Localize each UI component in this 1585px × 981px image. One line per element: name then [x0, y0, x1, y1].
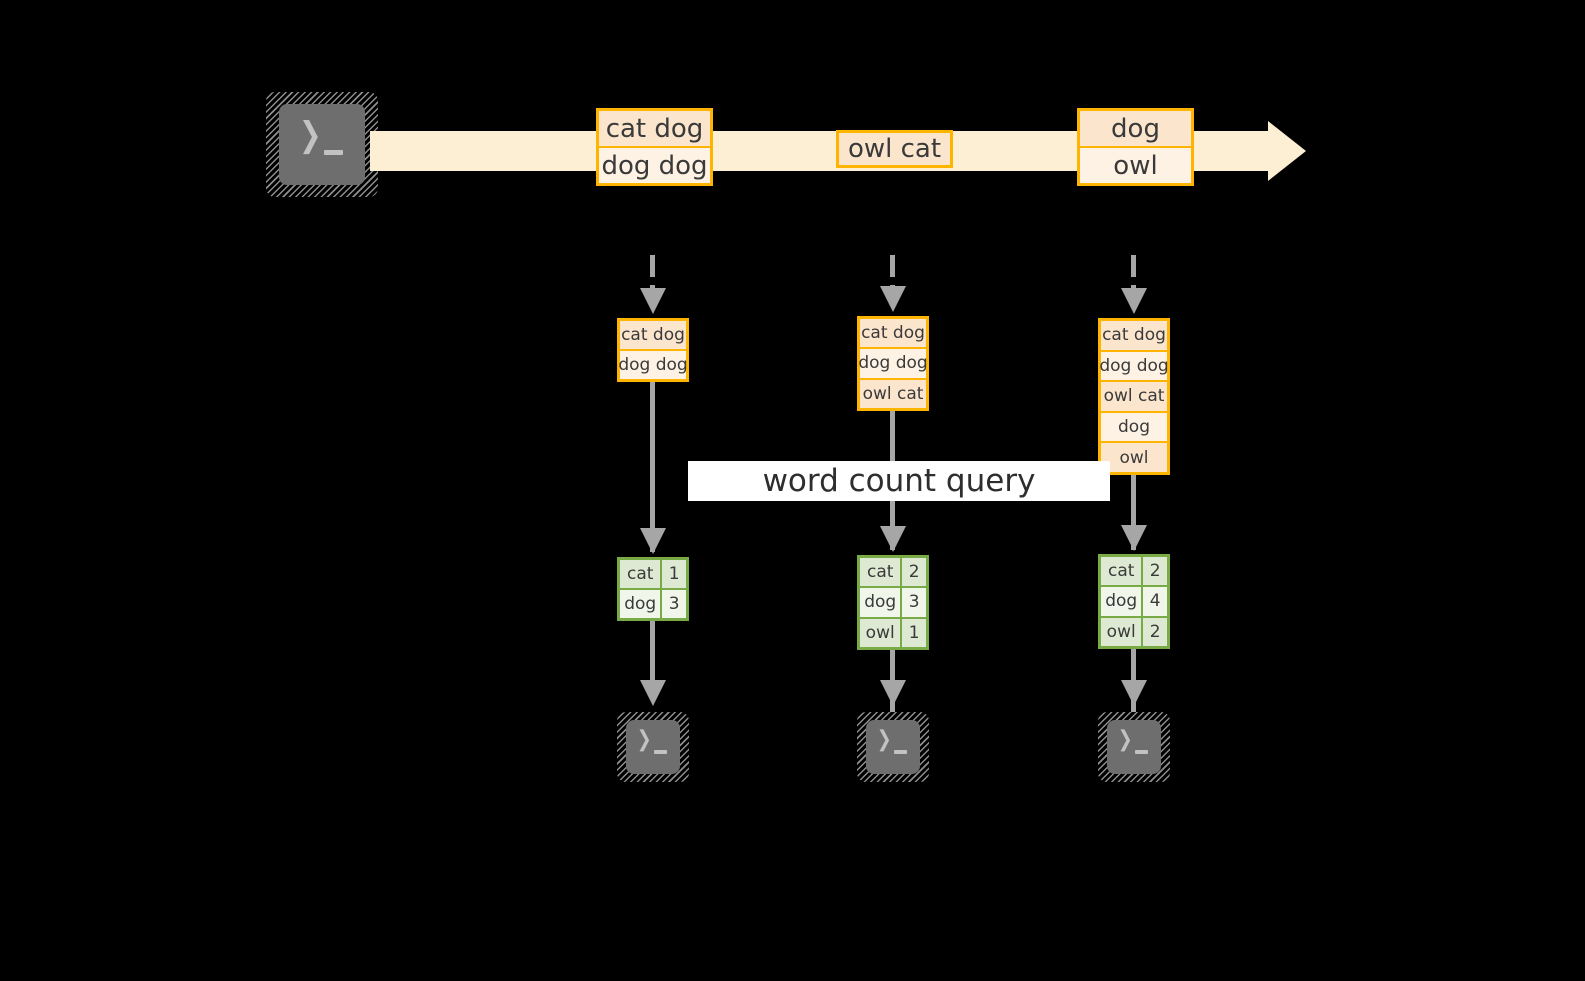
- result-word: cat: [1107, 561, 1135, 582]
- source-terminal-icon[interactable]: ❯: [266, 92, 378, 197]
- arrowhead: [640, 528, 666, 554]
- arrowhead: [1121, 288, 1147, 314]
- result-row: cat 2: [1101, 557, 1167, 586]
- result-count: 1: [900, 618, 926, 647]
- snapshot-row: cat dog: [860, 319, 926, 348]
- terminal-face: [279, 104, 365, 185]
- terminal-prompt-chevron: ❯: [636, 727, 652, 752]
- event-row: owl cat: [839, 133, 950, 165]
- result-table-3[interactable]: cat 2 dog 4 owl 2: [1098, 554, 1170, 649]
- sink-terminal-icon-2[interactable]: ❯: [857, 712, 929, 782]
- terminal-prompt-chevron: ❯: [298, 115, 322, 155]
- query-label: word count query: [688, 461, 1110, 501]
- arrowhead: [640, 288, 666, 314]
- stream-event-group-3[interactable]: dog owl: [1077, 108, 1194, 186]
- snapshot-table-2[interactable]: cat dog dog dog owl cat: [857, 316, 929, 411]
- arrowhead: [880, 680, 906, 706]
- stream-event-group-1[interactable]: cat dog dog dog: [596, 108, 713, 186]
- result-count: 4: [1141, 587, 1167, 616]
- arrowhead: [880, 286, 906, 312]
- snapshot-row: owl: [1101, 441, 1167, 472]
- snapshot-row: dog: [1101, 410, 1167, 442]
- result-row: dog 4: [1101, 585, 1167, 616]
- event-row: cat dog: [599, 111, 710, 146]
- terminal-prompt-underscore: [654, 750, 667, 754]
- stream-to-snapshot-connector-1: [650, 255, 655, 301]
- event-row: owl: [1080, 146, 1191, 183]
- terminal-face: [1107, 720, 1161, 774]
- snapshot-row: dog dog: [858, 347, 928, 378]
- arrowhead: [1121, 525, 1147, 551]
- result-word: dog: [624, 594, 657, 614]
- result-word: owl: [1106, 621, 1136, 642]
- result-table-2[interactable]: cat 2 dog 3 owl 1: [857, 555, 929, 650]
- stream-event-group-2[interactable]: owl cat: [836, 130, 953, 168]
- result-word: cat: [866, 562, 894, 583]
- result-row: owl 2: [1101, 615, 1167, 646]
- result-count: 3: [900, 588, 926, 617]
- snapshot-to-result-connector-3: [1131, 475, 1136, 550]
- snapshot-row: owl cat: [1101, 380, 1167, 411]
- arrowhead: [1121, 680, 1147, 706]
- query-label-text: word count query: [762, 463, 1036, 499]
- result-row: cat 2: [860, 558, 926, 587]
- result-count: 2: [1141, 617, 1167, 646]
- snapshot-row: owl cat: [860, 377, 926, 408]
- snapshot-row: dog dog: [1099, 349, 1169, 381]
- snapshot-row: cat dog: [620, 321, 686, 349]
- stream-to-snapshot-connector-3: [1131, 255, 1136, 301]
- sink-terminal-icon-1[interactable]: ❯: [617, 712, 689, 782]
- result-word: owl: [865, 622, 895, 643]
- snapshot-to-result-connector-1: [650, 382, 655, 552]
- result-count: 2: [1141, 557, 1167, 586]
- result-word: dog: [864, 592, 897, 613]
- sink-terminal-icon-3[interactable]: ❯: [1098, 712, 1170, 782]
- event-row: dog dog: [599, 146, 710, 183]
- stream-to-snapshot-connector-2: [890, 255, 895, 299]
- snapshot-row: dog dog: [618, 349, 688, 379]
- result-row: dog 3: [860, 586, 926, 617]
- terminal-face: [626, 720, 680, 774]
- snapshot-table-3[interactable]: cat dog dog dog owl cat dog owl: [1098, 318, 1170, 475]
- terminal-prompt-underscore: [324, 150, 343, 155]
- terminal-prompt-chevron: ❯: [876, 727, 892, 752]
- result-word: dog: [1105, 591, 1138, 612]
- result-row: cat 1: [620, 560, 686, 588]
- arrowhead: [640, 680, 666, 706]
- result-count: 2: [900, 558, 926, 587]
- terminal-prompt-underscore: [894, 750, 907, 754]
- event-row: dog: [1080, 111, 1191, 146]
- result-count: 1: [660, 560, 686, 588]
- terminal-face: [866, 720, 920, 774]
- terminal-prompt-underscore: [1135, 750, 1148, 754]
- result-count: 3: [660, 590, 686, 618]
- result-row: dog 3: [620, 588, 686, 618]
- stream-arrowhead: [1268, 121, 1306, 181]
- snapshot-table-1[interactable]: cat dog dog dog: [617, 318, 689, 382]
- terminal-prompt-chevron: ❯: [1117, 727, 1133, 752]
- arrowhead: [880, 526, 906, 552]
- result-to-sink-connector-1: [650, 621, 655, 687]
- result-word: cat: [626, 564, 654, 584]
- result-table-1[interactable]: cat 1 dog 3: [617, 557, 689, 621]
- result-row: owl 1: [860, 616, 926, 647]
- snapshot-row: cat dog: [1101, 321, 1167, 350]
